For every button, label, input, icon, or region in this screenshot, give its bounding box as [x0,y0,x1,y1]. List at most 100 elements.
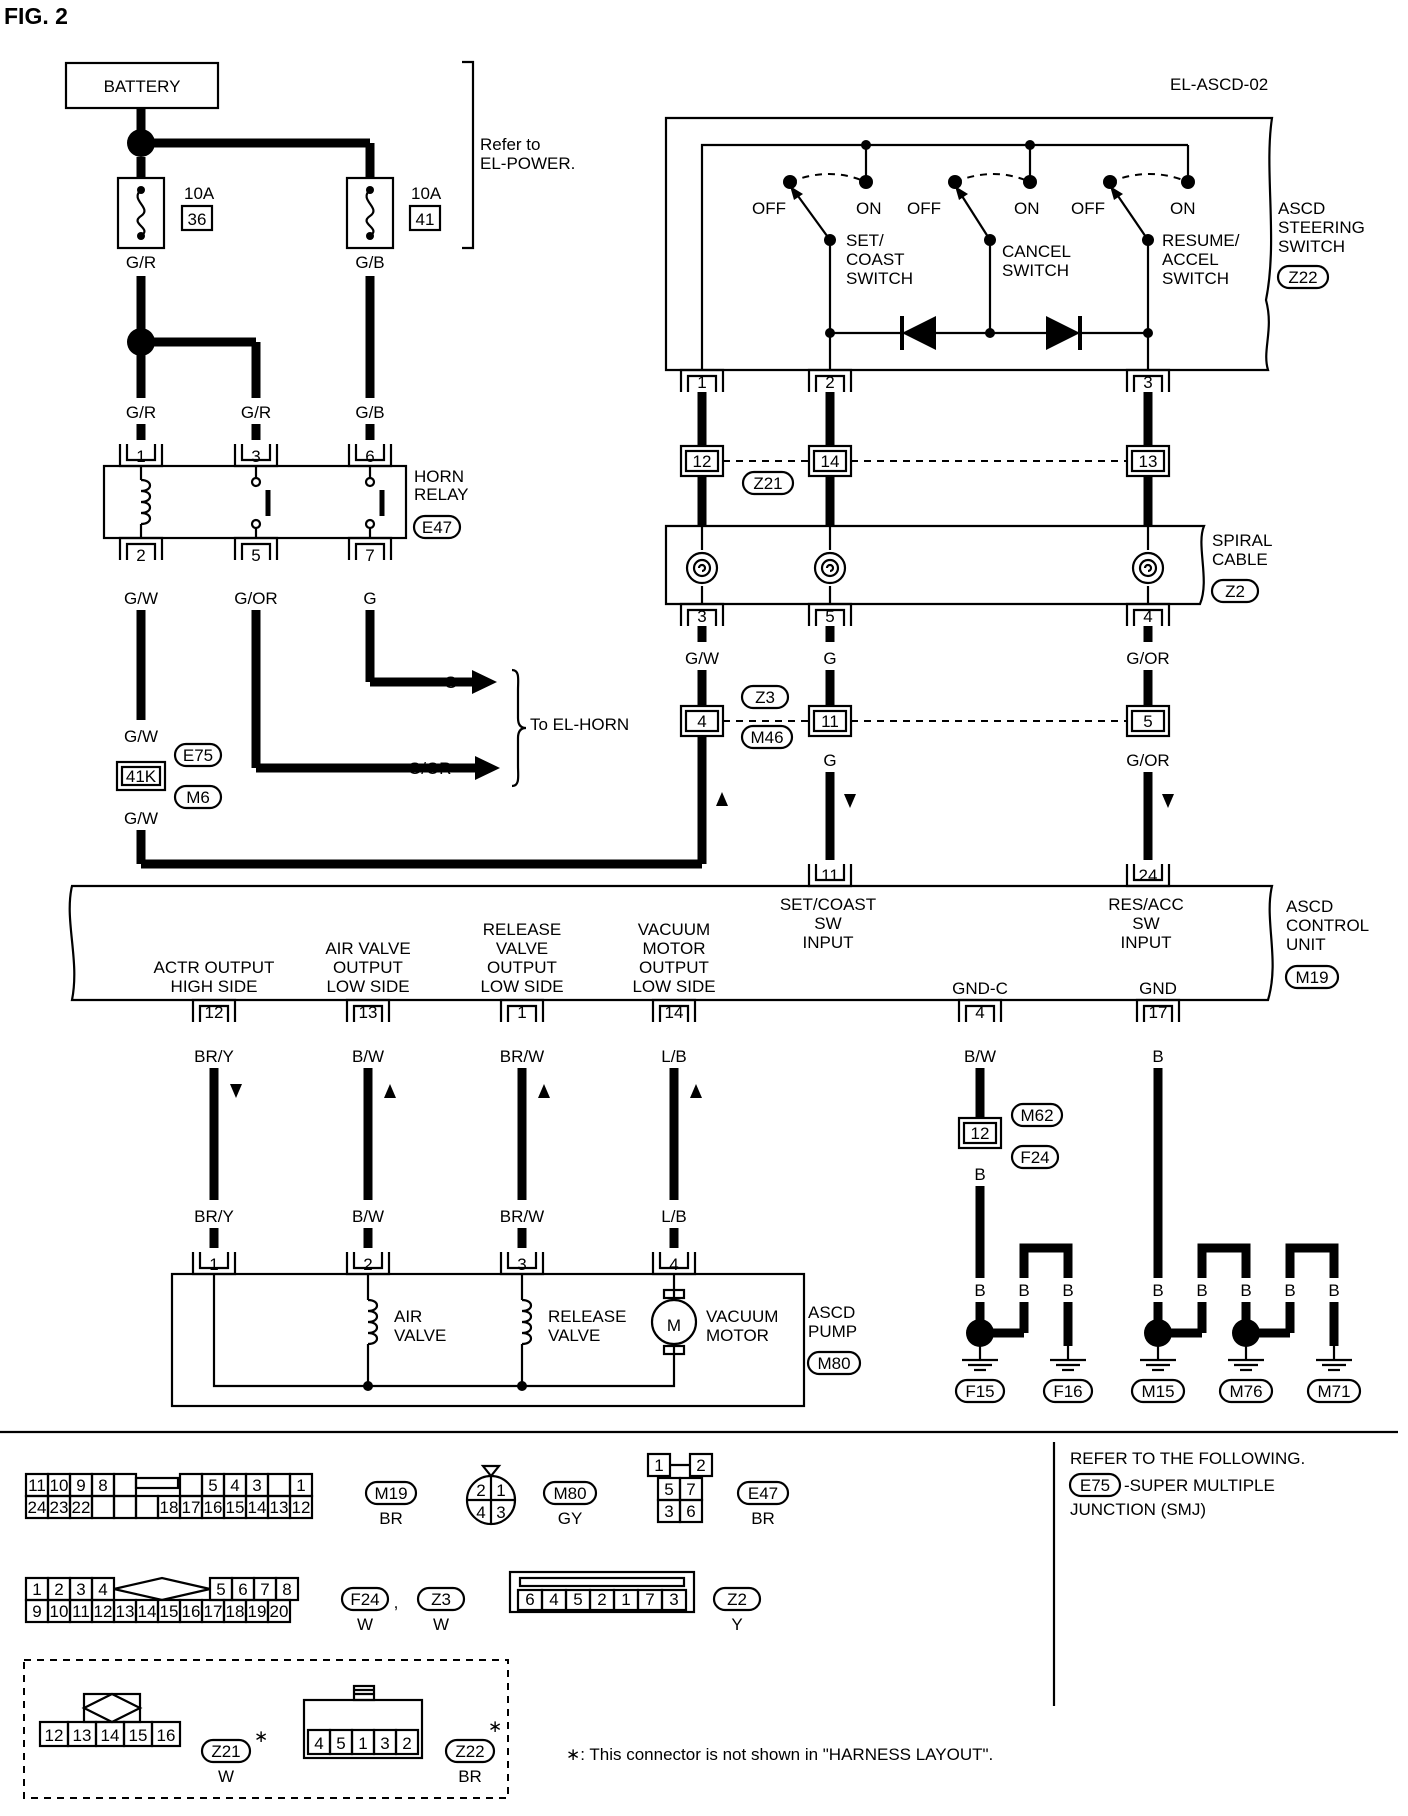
wire-color-g-2: G [444,673,457,692]
wire-color-gb-2: G/B [355,403,384,422]
resume-switch-line2: ACCEL [1162,250,1219,269]
cancel-switch-line1: CANCEL [1002,242,1071,261]
z22-pin: 1 [358,1734,367,1753]
spiral-pin-4: 4 [1143,607,1152,626]
m19-cell [288,1494,314,1520]
wire-color-gr-1: G/R [126,253,156,272]
arrow-down-gor [1162,794,1174,808]
smj-pin-41k: 41K [126,767,157,786]
resume-switch-line3: SWITCH [1162,269,1229,288]
steering-pin-2: 2 [825,373,834,392]
f24-pin: 20 [270,1602,289,1621]
pump-name-1: ASCD [808,1303,855,1322]
set-switch-line2: COAST [846,250,905,269]
m19-latch [134,1476,180,1490]
set-switch-line3: SWITCH [846,269,913,288]
legend-f24-z3-separator: , [394,1593,399,1612]
footnote: ∗: This connector is not shown in "HARNE… [566,1745,993,1764]
z2-pin: 1 [621,1590,630,1609]
wire-color-gw-3: G/W [124,809,158,828]
wire-color-g-4: G [823,751,836,770]
steering-switch-name-3: SWITCH [1278,237,1345,256]
pump-air-2: VALVE [394,1326,446,1345]
arrow-down-bry [230,1084,242,1098]
z2-pin: 2 [597,1590,606,1609]
battery-label: BATTERY [104,77,181,96]
f24-pin: 19 [248,1602,267,1621]
legend-e47-id: E47 [748,1484,778,1503]
cu-air-2: OUTPUT [333,958,403,977]
legend-z3-id: Z3 [431,1590,451,1609]
cu-pin-17: 17 [1149,1003,1168,1022]
ground-f15: F15 [965,1382,994,1401]
on-label-set: ON [856,199,882,218]
horn-relay [102,442,408,562]
relay-pin-5: 5 [251,546,260,565]
f24-pin: 10 [50,1602,69,1621]
legend-z22-star: ∗ [488,1717,502,1736]
connector-face-m80 [465,1464,517,1526]
ground-f16: F16 [1053,1382,1082,1401]
smj-connector-e75: E75 [183,746,213,765]
wire-color-b-5: B [1152,1047,1163,1066]
cu-gndc: GND-C [952,979,1008,998]
m19-cell [178,1472,204,1498]
m62-pin-12: 12 [971,1124,990,1143]
legend-e47-color: BR [751,1509,775,1528]
ascd-pump [170,1250,806,1408]
relay-pin-3: 3 [251,447,260,466]
relay-pin-1: 1 [136,447,145,466]
connector-face-e47 [646,1452,714,1524]
cu-set-input-1: SET/COAST [780,895,876,914]
smj-connector-m6: M6 [186,788,210,807]
legend-m80-id: M80 [553,1484,586,1503]
spiral-cable-connector: Z2 [1225,582,1245,601]
e47-face-pin-3: 3 [664,1502,673,1521]
wire-color-b-8: B [1240,1281,1251,1300]
f24-pin: 5 [216,1580,225,1599]
m80-pin-2: 2 [476,1481,485,1500]
z21-pin: 14 [101,1726,120,1745]
f24-pin: 8 [282,1580,291,1599]
arrow-up-lb [690,1084,702,1098]
legend-z2-id: Z2 [727,1590,747,1609]
f24-pin: 7 [260,1580,269,1599]
legend-z3-color: W [433,1615,449,1634]
e47-face-pin-5: 5 [664,1480,673,1499]
cu-actr-2: HIGH SIDE [171,977,258,996]
spiral-cable [664,524,1206,628]
pump-name-2: PUMP [808,1322,857,1341]
cu-pin-13: 13 [359,1003,378,1022]
cu-gnd: GND [1139,979,1177,998]
steering-switch-name-2: STEERING [1278,218,1365,237]
relay-pin-7: 7 [365,546,374,565]
wire-color-b-2: B [974,1281,985,1300]
z2-pin: 7 [645,1590,654,1609]
m46-connector: M46 [750,728,783,747]
wire-color-gor-4: G/OR [1126,751,1169,770]
wire-color-brw-2: BR/W [500,1207,544,1226]
z3-pin-11: 11 [821,712,839,731]
cu-res-input-2: SW [1132,914,1159,933]
e47-face-pin-7: 7 [686,1480,695,1499]
cu-pin-1: 1 [517,1003,526,1022]
f24-pin: 1 [32,1580,41,1599]
m19-pin: 11 [28,1476,46,1495]
spiral-pin-5: 5 [825,607,834,626]
z2-cell [660,1588,688,1612]
pump-pin-1: 1 [209,1255,218,1274]
on-label-resume: ON [1170,199,1196,218]
wire-color-bry-2: BR/Y [194,1207,234,1226]
arrow-up-bw [384,1084,396,1098]
f24-pin: 2 [54,1580,63,1599]
f24-pin: 13 [116,1602,135,1621]
control-unit-name-2: CONTROL [1286,916,1369,935]
m19-cell [112,1472,138,1498]
legend-m19-id: M19 [374,1484,407,1503]
refer-connector-e75: E75 [1080,1476,1110,1495]
m19-pin: 24 [28,1498,47,1517]
